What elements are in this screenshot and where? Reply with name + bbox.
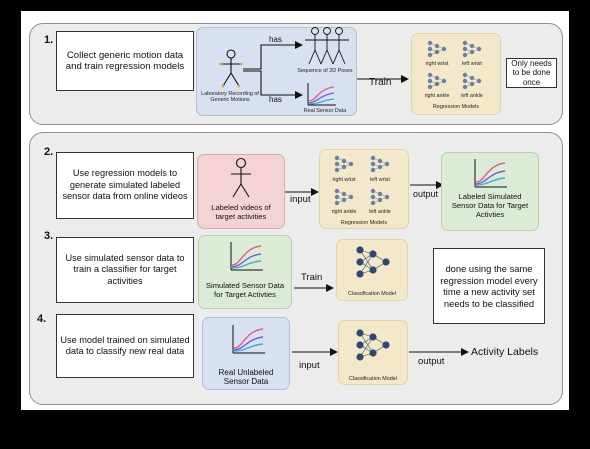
has-label-bottom: has (269, 95, 282, 104)
joint-label-right-wrist-1: right wrist (425, 61, 449, 67)
network-icon-rw-2 (334, 155, 354, 173)
same-model-note: done using the same regression model eve… (433, 248, 545, 324)
labeled-sim-data-label: Labeled Simulated Sensor Data for Target… (451, 192, 529, 219)
has-label-top: has (269, 35, 282, 44)
only-once-note: Only needs to be done once (506, 58, 557, 88)
person-icon-2 (231, 157, 251, 198)
joint-label-right-ankle-2: right ankle (331, 209, 357, 215)
labeled-videos-label: Labeled videos of target activities (211, 203, 271, 221)
input-label-4: input (299, 360, 320, 371)
train-label-1: Train (369, 77, 392, 88)
has-arrow-top (243, 41, 303, 70)
activity-labels-result: Activity Labels (471, 346, 539, 358)
network-icon-lw-2 (370, 155, 390, 173)
input-label-2: input (290, 194, 311, 205)
joint-label-left-wrist-1: left wrist (462, 61, 482, 67)
section-3-task: Use simulated sensor data to train a cla… (56, 237, 194, 303)
network-icon-lw-1 (462, 40, 482, 58)
train-arrow-1 (357, 75, 409, 83)
lab-recording-label: Laboratory Recording of Generic Motions (201, 91, 259, 103)
poses-label: Sequence of 2D Poses (297, 68, 353, 74)
labeled-sim-data-card (441, 152, 539, 231)
train-arrow-3 (294, 284, 334, 292)
train-label-3: Train (301, 272, 323, 283)
section-2-number: 2. (44, 146, 54, 158)
has-arrow-bottom (243, 70, 303, 99)
person-icon (219, 49, 243, 88)
input-arrow-4 (292, 348, 338, 356)
section-1-task: Collect generic motion data and train re… (56, 31, 194, 91)
classifier-network-icon-4 (356, 329, 390, 361)
lab-recording-card (196, 27, 357, 116)
network-icon-ra-1 (427, 72, 447, 90)
regression-models-label-1: Regression Models (432, 104, 480, 110)
joint-label-right-wrist-2: right wrist (332, 177, 356, 183)
regression-models-card-2 (319, 149, 409, 229)
sim-data-label: Simulated Sensor Data for Target Activti… (205, 281, 285, 299)
classification-model-label-4: Classification Model (349, 376, 397, 382)
joint-label-left-wrist-2: left wrist (370, 177, 390, 183)
section-1-number: 1. (44, 34, 54, 46)
network-icon-la-1 (462, 72, 482, 90)
classification-model-label-3: Classification Model (348, 291, 396, 297)
joint-label-right-ankle-1: right ankle (424, 93, 450, 99)
labeled-videos-card (197, 154, 285, 229)
real-unlabeled-plot-icon (232, 325, 265, 354)
network-icon-la-2 (370, 188, 390, 206)
output-label-4: output (418, 356, 445, 367)
output-arrow-4 (409, 348, 469, 356)
regression-models-label-2: Regression Models (340, 220, 388, 226)
labeled-sim-plot-icon (474, 159, 507, 188)
network-icon-rw-1 (427, 40, 447, 58)
output-label-2: output (413, 189, 439, 199)
classifier-network-icon-3 (356, 246, 390, 278)
real-unlabeled-label: Real Unlabeled Sensor Data (218, 368, 274, 386)
poses-icon (305, 27, 349, 65)
sim-data-plot-icon (230, 242, 263, 271)
section-3-number: 3. (44, 230, 54, 242)
section-4-number: 4. (37, 313, 47, 325)
regression-models-card-1 (411, 33, 501, 115)
real-sensor-plot-icon (307, 83, 336, 106)
section-2-task: Use regression models to generate simula… (56, 152, 194, 219)
joint-label-left-ankle-2: left ankle (369, 209, 391, 215)
output-arrow-2 (410, 181, 444, 189)
sim-data-card (198, 235, 292, 309)
joint-label-left-ankle-1: left ankle (461, 93, 483, 99)
real-sensor-label: Real Sensor Data (303, 108, 347, 114)
input-arrow-2 (285, 188, 319, 196)
section-4-task: Use model trained on simulated data to c… (56, 314, 194, 378)
network-icon-ra-2 (334, 188, 354, 206)
diagram-canvas: 1. Collect generic motion data and train… (21, 11, 569, 410)
